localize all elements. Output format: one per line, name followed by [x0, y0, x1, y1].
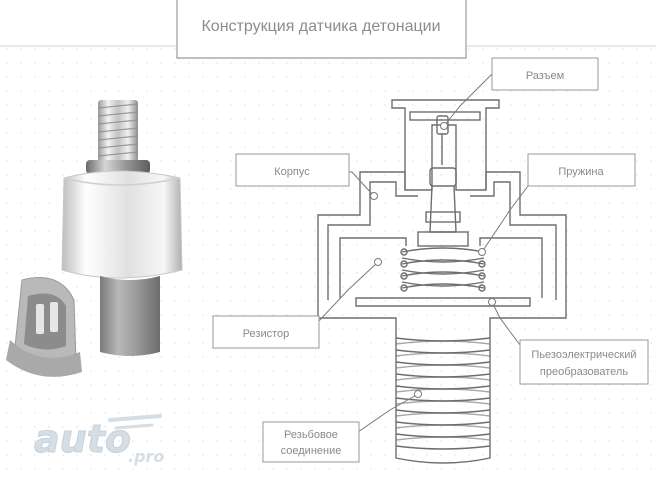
watermark-suffix: .pro	[128, 447, 164, 466]
label-thread: Резьбовое соединение	[262, 421, 360, 463]
label-thread-line1: Резьбовое	[284, 429, 338, 441]
sensor-plastic-base	[100, 276, 160, 356]
watermark-text: auto	[34, 417, 131, 461]
sensor-photo	[6, 100, 183, 377]
leader-lines	[317, 73, 529, 433]
label-spring-text: Пружина	[558, 166, 604, 178]
label-thread-line2: соединение	[281, 445, 342, 457]
sensor-body	[61, 170, 183, 279]
label-resistor: Резистор	[212, 315, 320, 349]
label-piezo: Пьезоэлектрический преобразователь	[519, 339, 649, 385]
label-piezo-line1: Пьезоэлектрический	[531, 349, 636, 361]
stem-collar	[417, 231, 469, 247]
housing-left	[317, 171, 406, 300]
page-title: Конструкция датчика детонации	[201, 18, 440, 35]
label-housing: Корпус	[235, 153, 350, 187]
title-box: Конструкция датчика детонации	[0, 0, 656, 59]
label-housing-text: Корпус	[274, 166, 310, 178]
sensor-connector	[6, 277, 82, 377]
label-resistor-text: Резистор	[243, 328, 290, 340]
piezo-plate	[355, 297, 531, 307]
spring-coils	[400, 247, 486, 292]
connector-block	[391, 99, 500, 191]
sensor-cross-section	[317, 99, 567, 464]
watermark-logo: auto .pro	[34, 414, 164, 466]
leader-markers	[370, 122, 496, 398]
label-connector-text: Разъем	[526, 70, 564, 82]
housing-right	[485, 171, 567, 300]
sensor-collar	[86, 160, 150, 174]
label-spring: Пружина	[527, 153, 636, 187]
label-piezo-line2: преобразователь	[540, 366, 628, 378]
label-connector: Разъем	[491, 57, 599, 91]
stem-head	[429, 167, 457, 187]
sensor-thread	[97, 100, 139, 162]
thread-body	[395, 330, 491, 464]
